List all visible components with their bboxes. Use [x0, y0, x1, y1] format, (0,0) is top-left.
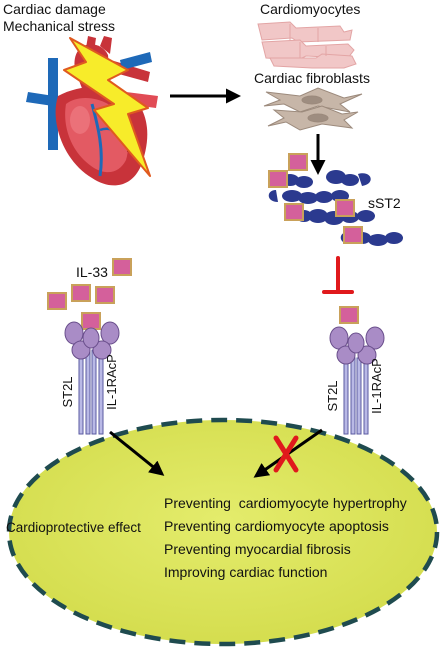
effect-item: Preventing cardiomyocyte hypertrophy	[164, 495, 407, 511]
trigger-label-damage: Cardiac damage	[3, 1, 106, 17]
effects-list: Preventing cardiomyocyte hypertrophy Pre…	[164, 495, 407, 580]
red-x-icon	[273, 435, 299, 473]
effect-item: Preventing myocardial fibrosis	[164, 541, 351, 557]
receptor-complex-right	[329, 326, 385, 435]
st2l-label-right: ST2L	[325, 380, 340, 411]
il1racp-label-right: IL-1RAcP	[369, 358, 384, 414]
sst2-label: sST2	[368, 195, 401, 211]
il33-label: IL-33	[76, 264, 108, 280]
il33-ligands-on-sst2	[268, 153, 363, 244]
fibroblasts-icon	[263, 87, 363, 131]
cardiomyocytes-label: Cardiomyocytes	[260, 1, 360, 17]
il33-ligand-right	[339, 306, 359, 324]
inhibition-tbar-icon	[322, 256, 354, 294]
fibroblasts-label: Cardiac fibroblasts	[254, 70, 370, 86]
cardioprotective-label: Cardioprotective effect	[6, 520, 141, 535]
trigger-label-stress: Mechanical stress	[3, 18, 115, 34]
cardiomyocytes-icon	[257, 21, 357, 69]
il1racp-label-left: IL-1RAcP	[104, 354, 119, 410]
st2l-label-left: ST2L	[60, 376, 75, 407]
free-il33-ligands	[47, 258, 132, 330]
cell-membrane	[6, 417, 440, 647]
receptor-complex-left	[64, 321, 120, 435]
effect-item: Preventing cardiomyocyte apoptosis	[164, 518, 389, 534]
lightning-bolt-icon	[63, 37, 151, 177]
effect-item: Improving cardiac function	[164, 564, 327, 580]
arrow-signal-left	[109, 430, 165, 476]
